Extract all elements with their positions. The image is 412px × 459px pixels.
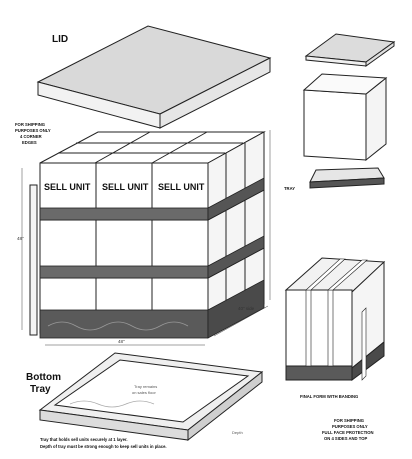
shipping-note-right-line-1: FOR SHIPPING bbox=[334, 418, 364, 423]
bottom-tray-side-wall bbox=[187, 370, 263, 442]
bottom-tray-inner bbox=[53, 359, 250, 423]
open-box bbox=[302, 33, 396, 189]
band-lower-side bbox=[207, 235, 265, 279]
dimension-lines bbox=[21, 130, 271, 346]
base-tray-front bbox=[39, 309, 209, 339]
lid bbox=[36, 25, 272, 129]
dim-height: 48" bbox=[17, 236, 24, 241]
band-lower-front bbox=[39, 265, 209, 279]
lid-label: LID bbox=[52, 34, 68, 45]
dim-side: 40" side bbox=[238, 306, 255, 311]
stack-front-face bbox=[39, 162, 209, 334]
final-form-label: FINAL FORM WITH BANDING bbox=[300, 394, 358, 399]
open-box-front bbox=[303, 89, 367, 161]
dim-width: 48" bbox=[118, 339, 125, 344]
final-form-base-side bbox=[351, 340, 385, 381]
sell-unit-label-1: SELL UNIT bbox=[44, 182, 91, 192]
shipping-note-left-line-1: FOR SHIPPING bbox=[15, 122, 45, 127]
shipping-note-right-line-4: ON 4 SIDES AND TOP bbox=[324, 436, 367, 441]
final-form-box bbox=[284, 257, 386, 381]
tray-inner-note-line-2: on sales floor bbox=[132, 390, 156, 395]
lid-side-face bbox=[159, 57, 271, 129]
sell-unit-label-3: SELL UNIT bbox=[158, 182, 205, 192]
final-form-bands bbox=[305, 258, 368, 381]
shipping-note-left-line-4: EDGES bbox=[22, 140, 37, 145]
shipping-note-right-line-2: PURPOSES ONLY bbox=[332, 424, 368, 429]
tray-note-line-1: Tray that holds sell units securely at 1… bbox=[40, 437, 128, 442]
bottom-tray-label-line-1: Bottom bbox=[26, 372, 61, 383]
sell-unit-label-2: SELL UNIT bbox=[102, 182, 149, 192]
tray-inner-note-line-1: Tray remains bbox=[134, 384, 157, 389]
shipping-note-right-line-3: FULL FACE PROTECTION bbox=[322, 430, 374, 435]
tray-label: TRAY bbox=[284, 186, 295, 191]
band-upper-front bbox=[39, 207, 209, 221]
bottom-tray bbox=[38, 352, 264, 442]
shipping-note-left-line-2: PURPOSES ONLY bbox=[15, 128, 51, 133]
open-box-top-opening bbox=[302, 73, 388, 95]
stack-bands bbox=[39, 177, 265, 339]
corner-edge bbox=[29, 184, 38, 336]
depth-label: Depth bbox=[232, 430, 243, 435]
pallet-stack bbox=[39, 131, 266, 334]
tray-note-line-2: Depth of tray must be strong enough to k… bbox=[40, 444, 167, 449]
final-form-front bbox=[285, 289, 353, 367]
band-upper-side bbox=[207, 177, 265, 221]
final-form-base-front bbox=[285, 365, 353, 381]
bottom-tray-label-line-2: Tray bbox=[30, 384, 51, 395]
shipping-note-left-line-3: 4 CORNER bbox=[20, 134, 42, 139]
